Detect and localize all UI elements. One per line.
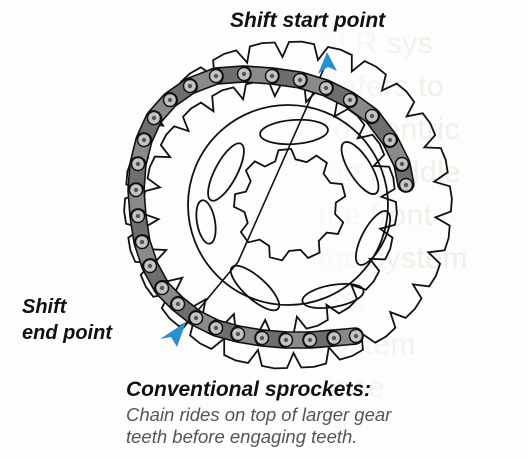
chain-pin bbox=[298, 78, 302, 82]
chain-pin bbox=[168, 98, 172, 102]
chain-pin bbox=[308, 338, 312, 342]
chain-pin bbox=[324, 86, 328, 90]
chain-pin bbox=[188, 84, 192, 88]
chain-pin bbox=[270, 74, 274, 78]
shift-end-label-line2: end point bbox=[22, 322, 112, 345]
chain-pin bbox=[160, 286, 164, 290]
chain-pin bbox=[242, 72, 246, 76]
chain-pin bbox=[214, 74, 218, 78]
chain-pin bbox=[354, 334, 358, 338]
chain-pin bbox=[194, 316, 198, 320]
shift-end-arrow-icon bbox=[160, 322, 186, 347]
chain-pin bbox=[136, 162, 140, 166]
chain-pin bbox=[348, 98, 352, 102]
chain-pin bbox=[236, 332, 240, 336]
chain-pin bbox=[140, 240, 144, 244]
chain-pin bbox=[142, 138, 146, 142]
chain-pin bbox=[134, 188, 138, 192]
caption-title: Conventional sprockets: bbox=[126, 378, 371, 402]
chain-pin bbox=[370, 114, 374, 118]
caption-line-2: teeth before engaging teeth. bbox=[126, 426, 357, 448]
chain-pin bbox=[152, 116, 156, 120]
bicycle-chain bbox=[127, 66, 415, 349]
chain-pin bbox=[404, 183, 408, 187]
sprocket-cutouts bbox=[193, 118, 396, 317]
chain-pin bbox=[260, 336, 264, 340]
chain-pin bbox=[136, 214, 140, 218]
shift-end-label-line1: Shift bbox=[22, 296, 66, 319]
chain-pin bbox=[148, 264, 152, 268]
chain-pin bbox=[388, 138, 392, 142]
chain-pin bbox=[332, 336, 336, 340]
chain-pin bbox=[284, 338, 288, 342]
chain-pin bbox=[400, 162, 404, 166]
chain-pin bbox=[214, 326, 218, 330]
caption-line-1: Chain rides on top of larger gear bbox=[126, 404, 391, 426]
shift-start-label: Shift start point bbox=[230, 9, 385, 33]
chain-pin bbox=[176, 302, 180, 306]
